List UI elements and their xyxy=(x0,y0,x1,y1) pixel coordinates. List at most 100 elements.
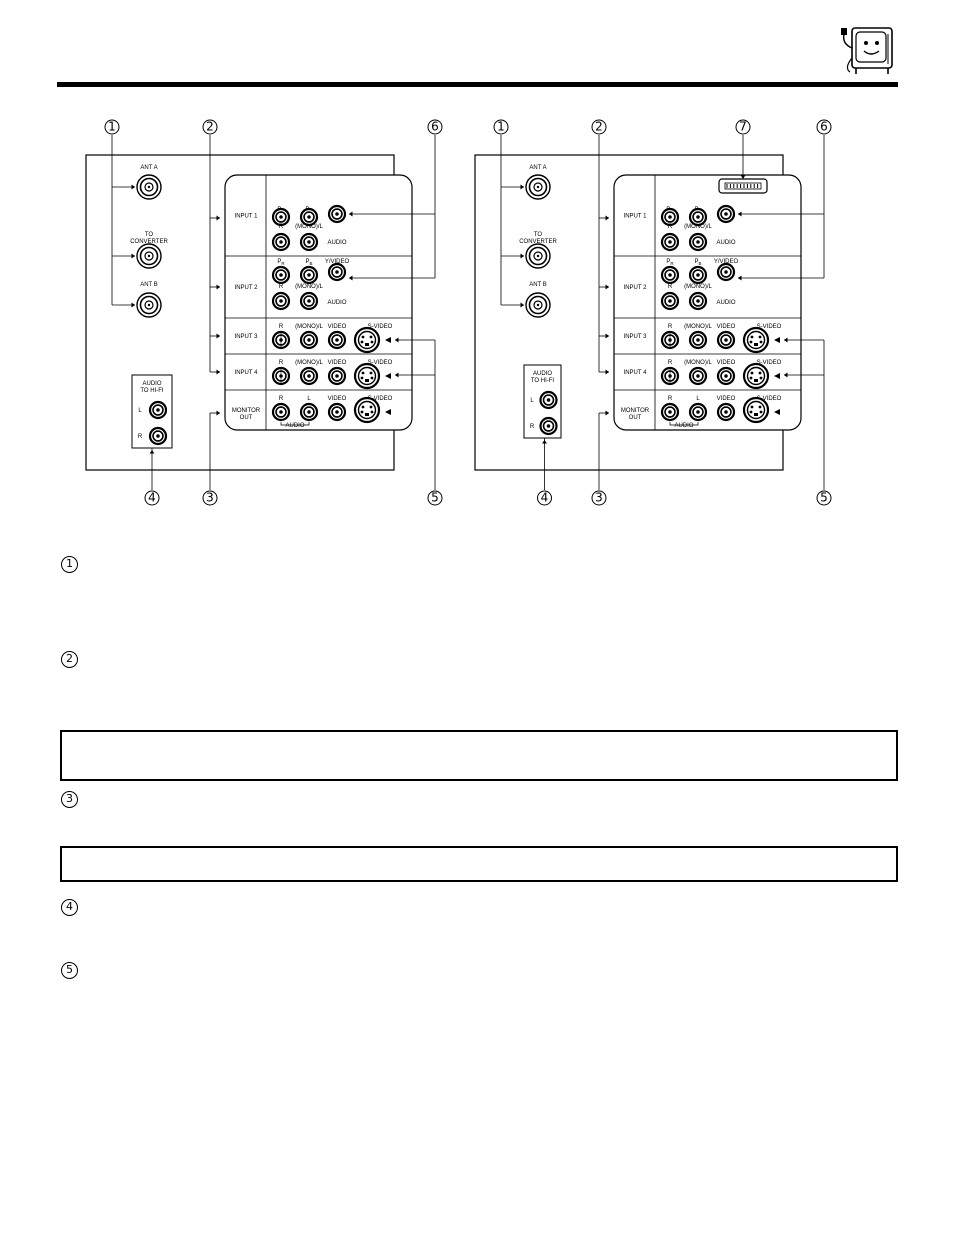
dvi-connector-icon xyxy=(718,178,768,194)
row-name-label: INPUT 4 xyxy=(624,370,648,376)
jack-label: L xyxy=(307,396,311,402)
rca-jack-icon xyxy=(271,265,291,285)
rca-jack-icon xyxy=(148,426,168,446)
jack-label: S-VIDEO xyxy=(757,324,782,330)
rca-jack-icon xyxy=(299,207,319,227)
antenna-jack-icon xyxy=(136,292,162,318)
bullet-3: 3 xyxy=(61,791,78,808)
jack-label: VIDEO xyxy=(717,360,736,366)
note-box-1 xyxy=(60,730,898,781)
jack-label: AUDIO xyxy=(327,240,346,246)
header-rule xyxy=(57,82,898,87)
antenna-jack-icon xyxy=(136,174,162,200)
audio-bracket-label: AUDIO xyxy=(285,423,304,429)
jack-label: VIDEO xyxy=(328,360,347,366)
jack-label: S-VIDEO xyxy=(757,360,782,366)
callout-number: 6 xyxy=(431,120,439,134)
row-name-label: INPUT 1 xyxy=(235,214,259,220)
jack-label: (MONO)/L xyxy=(295,284,323,290)
s-video-indicator-icon xyxy=(774,337,780,343)
callout-number: 7 xyxy=(739,120,747,134)
jack-label: PR xyxy=(277,259,285,266)
arrowhead xyxy=(216,333,220,339)
antenna-jack-icon xyxy=(525,292,551,318)
antenna-jack-icon xyxy=(525,174,551,200)
antenna-jack-icon xyxy=(525,243,551,269)
s-video-indicator-icon xyxy=(774,373,780,379)
rca-jack-icon xyxy=(271,402,291,422)
callout-number: 5 xyxy=(431,491,439,505)
audio-bracket xyxy=(669,422,699,426)
audio-hifi-title: AUDIO xyxy=(142,381,161,387)
rca-jack-icon xyxy=(688,291,708,311)
jack-label: R xyxy=(279,396,284,402)
bullet-2: 2 xyxy=(61,651,78,668)
callout-3: 3 xyxy=(591,490,607,506)
audio-hifi-r-label: R xyxy=(138,434,143,440)
row-name-label: INPUT 3 xyxy=(235,334,259,340)
callout-number: 3 xyxy=(206,491,214,505)
rca-jack-icon xyxy=(327,366,347,386)
arrowhead xyxy=(131,253,135,259)
jack-label: (MONO)/L xyxy=(684,224,712,230)
arrowhead xyxy=(520,184,524,190)
audio-bracket-label: AUDIO xyxy=(674,423,693,429)
callout-number: 4 xyxy=(541,491,549,505)
jack-label: R xyxy=(279,324,284,330)
row-name-label: INPUT 1 xyxy=(624,214,648,220)
arrowhead xyxy=(605,410,609,416)
jack-label: R xyxy=(668,284,673,290)
antenna-label: ANT B xyxy=(140,282,158,288)
jack-label: (MONO)/L xyxy=(295,360,323,366)
arrowhead xyxy=(605,369,609,375)
audio-hifi-subtitle: TO HI-FI xyxy=(140,388,164,394)
rca-jack-icon xyxy=(539,416,558,436)
callout-6: 6 xyxy=(427,119,443,135)
s-video-indicator-icon xyxy=(385,337,391,343)
rca-jack-icon xyxy=(271,291,291,311)
rca-jack-icon xyxy=(299,402,319,422)
jack-label: PR xyxy=(666,259,674,266)
jack-label: (MONO)/L xyxy=(684,360,712,366)
s-video-jack-icon xyxy=(353,362,381,390)
audio-bracket xyxy=(280,422,310,426)
s-video-jack-icon xyxy=(742,326,770,354)
jack-label: PB xyxy=(694,259,701,266)
arrowhead xyxy=(520,253,524,259)
audio-hifi-title: AUDIO xyxy=(533,371,552,377)
jack-label: R xyxy=(668,224,673,230)
callout-number: 1 xyxy=(108,120,116,134)
arrowhead xyxy=(395,372,399,378)
s-video-jack-icon xyxy=(353,326,381,354)
jack-label: R xyxy=(279,360,284,366)
arrowhead xyxy=(349,275,353,281)
audio-hifi-r-label: R xyxy=(530,424,535,430)
antenna-label: ANT A xyxy=(140,165,157,171)
callout-5: 5 xyxy=(816,490,832,506)
arrowhead xyxy=(349,211,353,217)
callout-number: 5 xyxy=(820,491,828,505)
bullet-5: 5 xyxy=(61,962,78,979)
arrowhead xyxy=(520,302,524,308)
s-video-jack-icon xyxy=(742,396,770,424)
jack-label: S-VIDEO xyxy=(368,396,393,402)
jack-label: (MONO)/L xyxy=(295,224,323,230)
jack-label: VIDEO xyxy=(328,324,347,330)
rca-jack-icon xyxy=(299,232,319,252)
rca-jack-icon xyxy=(299,291,319,311)
jack-label: S-VIDEO xyxy=(757,396,782,402)
callout-number: 6 xyxy=(820,120,828,134)
audio-hifi-subtitle: TO HI-FI xyxy=(531,378,555,384)
rca-jack-icon xyxy=(688,207,708,227)
callout-4: 4 xyxy=(537,490,552,506)
rca-jack-icon xyxy=(716,330,736,350)
arrowhead xyxy=(605,215,609,221)
bullet-1: 1 xyxy=(61,556,78,573)
arrowhead xyxy=(131,302,135,308)
callout-number: 3 xyxy=(595,491,603,505)
rca-jack-icon xyxy=(716,262,736,282)
callout-7: 7 xyxy=(735,119,751,135)
